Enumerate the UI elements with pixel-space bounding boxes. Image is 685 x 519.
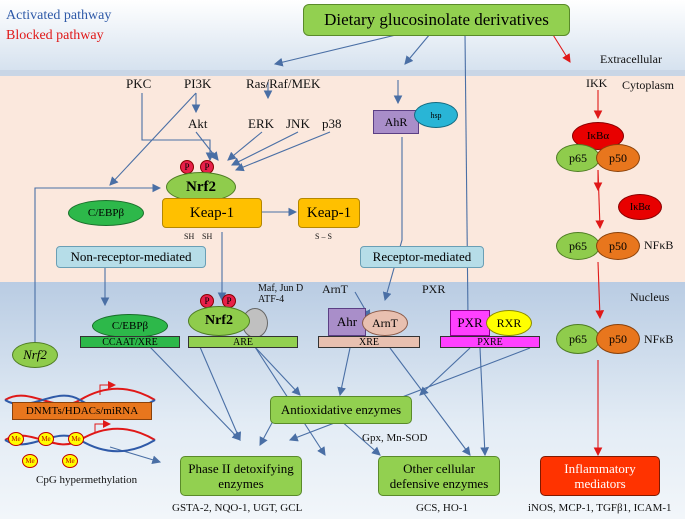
other-line2: defensive enzymes <box>389 476 489 491</box>
label-nucleus: Nucleus <box>630 290 670 304</box>
cpg-label: CpG hypermethylation <box>36 474 138 486</box>
are-element: ARE <box>188 336 298 348</box>
nrf2-nucleus: Nrf2 <box>188 306 250 336</box>
nfkb-label-nucleus: NFκB <box>644 332 674 346</box>
non-receptor-box: Non-receptor-mediated <box>56 246 206 268</box>
xre-element: XRE <box>318 336 420 348</box>
other-line1: Other cellular <box>403 461 475 476</box>
sh-label-2: SH <box>202 232 213 241</box>
phase2-line2: enzymes <box>218 476 264 491</box>
legend-activated: Activated pathway <box>6 8 112 23</box>
cebpb-nucleus: C/EBPβ <box>92 314 168 338</box>
ikk-label: IKK <box>586 76 608 90</box>
methyl-icon: Me <box>22 454 38 468</box>
p65-free: p65 <box>556 232 600 260</box>
dietary-glucosinolate-box: Dietary glucosinolate derivatives <box>303 4 570 36</box>
kinase-akt: Akt <box>188 116 208 131</box>
ikba-free: IκBα <box>618 194 662 220</box>
p50-cyto: p50 <box>596 144 640 172</box>
ahr-cyto: AhR <box>373 110 419 134</box>
kinase-pkc: PKC <box>126 76 152 91</box>
kinase-pi3k: PI3K <box>184 76 212 91</box>
receptor-box: Receptor-mediated <box>360 246 484 268</box>
phase2-box: Phase II detoxifying enzymes <box>180 456 302 496</box>
hsp-protein: hsp <box>414 102 458 128</box>
legend-blocked: Blocked pathway <box>6 28 104 43</box>
label-extracellular: Extracellular <box>600 52 662 66</box>
gpx-label: Gpx, Mn-SOD <box>362 432 428 444</box>
atf4-label: ATF-4 <box>258 294 285 305</box>
p65-nucleus: p65 <box>556 324 600 354</box>
nrf2-cyto: Nrf2 <box>166 172 236 202</box>
ss-label: S – S <box>315 232 332 241</box>
arnt-protein: ArnT <box>362 310 408 336</box>
methyl-icon: Me <box>68 432 84 446</box>
p50-nucleus: p50 <box>596 324 640 354</box>
methyl-icon: Me <box>38 432 54 446</box>
inflam-line1: Inflammatory <box>564 461 636 476</box>
p50-free: p50 <box>596 232 640 260</box>
inflammatory-box: Inflammatory mediators <box>540 456 660 496</box>
kinase-jnk: JNK <box>286 116 310 131</box>
pxr-protein: PXR <box>450 310 490 336</box>
other-list: GCS, HO-1 <box>416 502 468 514</box>
keap1-bound: Keap-1 <box>162 198 262 228</box>
label-cytoplasm: Cytoplasm <box>622 78 675 92</box>
methyl-icon: Me <box>8 432 24 446</box>
kinase-ras: Ras/Raf/MEK <box>246 76 321 91</box>
kinase-p38: p38 <box>322 116 342 131</box>
ahr-nucleus: Ahr <box>328 308 366 336</box>
methyl-icon: Me <box>62 454 78 468</box>
nfkb-label-cyto: NFκB <box>644 238 674 252</box>
maf-label: Maf, Jun D <box>258 283 304 294</box>
inflam-list: iNOS, MCP-1, TGFβ1, ICAM-1 <box>528 502 672 514</box>
phase2-list: GSTA-2, NQO-1, UGT, GCL <box>172 502 303 514</box>
phospho-icon: P <box>222 294 236 308</box>
p65-cyto: p65 <box>556 144 600 172</box>
pxre-element: PXRE <box>440 336 540 348</box>
phase2-line1: Phase II detoxifying <box>188 461 294 476</box>
nrf2-gene: Nrf2 <box>12 342 58 368</box>
rxr-protein: RXR <box>486 310 532 336</box>
kinase-erk: ERK <box>248 116 274 131</box>
keap1-oxidized: Keap-1 <box>298 198 360 228</box>
other-defensive-box: Other cellular defensive enzymes <box>378 456 500 496</box>
cebpb-cyto: C/EBPβ <box>68 200 144 226</box>
arnt-top-label: ArnT <box>322 282 348 296</box>
antioxidative-box: Antioxidative enzymes <box>270 396 412 424</box>
inflam-line2: mediators <box>574 476 626 491</box>
ccaat-element: CCAAT/XRE <box>80 336 180 348</box>
sh-label-1: SH <box>184 232 195 241</box>
pxr-top-label: PXR <box>422 282 446 296</box>
epigenetic-box: DNMTs/HDACs/miRNA <box>12 402 152 420</box>
